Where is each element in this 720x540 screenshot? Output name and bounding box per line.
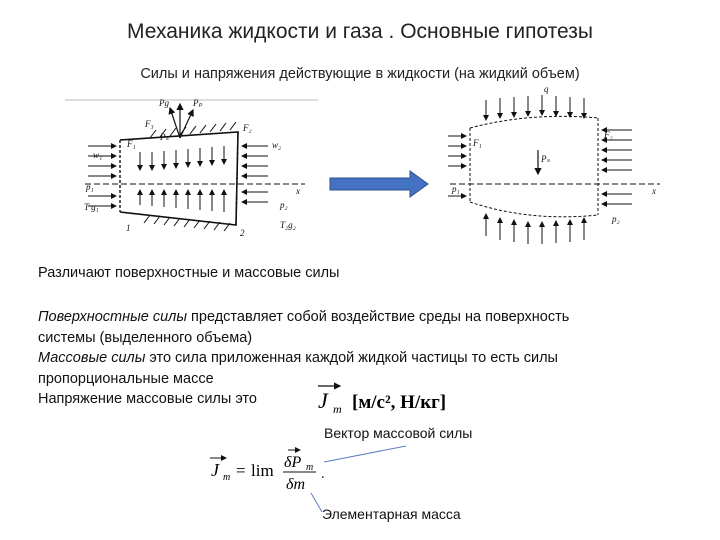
formula-units: J m [м/с², Н/кг]: [318, 382, 446, 416]
leader-mass: [310, 492, 323, 513]
label-p2-right: p₂: [611, 214, 620, 224]
bottom-boundary-right: [469, 201, 599, 218]
leader-vector: [323, 445, 407, 463]
top-boundary-right: [469, 115, 599, 129]
mass-forces-def: это сила приложенная каждой жидкой части…: [145, 350, 558, 366]
label-F3-left: F₃: [144, 119, 154, 129]
label-F1-left: F₁: [126, 139, 136, 149]
left-flow-diagram: w₁ w₂ p₁ T g₁ p₂ T₂g₂ x 1 2 F₁ F₂ F₃ Pg …: [65, 98, 318, 238]
outlet-arrows: [241, 143, 268, 205]
interior-arrows-up: [137, 189, 227, 212]
label-F1-right: F₁: [472, 138, 482, 148]
right-inlet-arrows: [448, 133, 467, 199]
formula2-dot: .: [321, 467, 325, 482]
label-2: 2: [240, 228, 245, 238]
stress-label: Напряжение массовые силы это: [38, 391, 257, 407]
paragraph-surface-forces: Поверхностные силы представляет собой во…: [38, 307, 688, 410]
label-F2-left: F₂: [242, 123, 252, 133]
term-mass-forces: Массовые силы: [38, 350, 146, 366]
right-flow-diagram: F₁ F₂ Pₛ p₁ p₂ x q: [448, 84, 660, 244]
label-Ps-left: Pₛ: [159, 132, 169, 142]
formula2-num-sub: m: [306, 462, 313, 473]
label-w2: w₂: [272, 140, 281, 150]
label-Pp: Pₚ: [192, 98, 202, 108]
formula-J-sub: m: [333, 402, 342, 416]
surface-forces-def-2: системы (выделенного объема): [38, 329, 253, 346]
mass-forces-def-2: пропорциональные массе: [38, 370, 214, 387]
label-p1-right: p₁: [451, 184, 460, 194]
slide-subtitle: Силы и напряжения действующие в жидкости…: [140, 66, 580, 82]
term-surface-forces: Поверхностные силы: [38, 309, 187, 325]
formula2-J-sub: m: [223, 472, 230, 483]
annotation-mass: Элементарная масса: [322, 506, 461, 522]
formula-J: J: [318, 388, 329, 413]
inlet-arrows: [88, 143, 117, 209]
label-Pg: Pg: [158, 98, 169, 108]
paragraph-forces-types: Различают поверхностные и массовые силы: [38, 265, 340, 281]
resultant-force-arrows: [168, 102, 194, 139]
label-F2-right: F₂: [603, 130, 613, 140]
formula2-lim: lim: [251, 461, 274, 480]
outlet-section: [235, 131, 239, 226]
annotation-vector: Вектор массовой силы: [324, 425, 473, 441]
hatching-top: [149, 121, 237, 139]
formula2-J: J: [211, 460, 220, 480]
label-1: 1: [126, 223, 131, 233]
formula2-den: δm: [286, 476, 305, 493]
label-p1: p₁: [85, 182, 94, 192]
surface-forces-def: представляет собой воздействие среды на …: [187, 309, 570, 325]
control-volume-left: [119, 131, 239, 226]
label-p2: p₂: [279, 200, 288, 210]
interior-arrows-down: [137, 146, 227, 171]
bottom-pressure-arrows: [483, 213, 587, 244]
slide-title: Механика жидкости и газа . Основные гипо…: [127, 20, 593, 43]
label-T1: T g₁: [84, 202, 99, 212]
formula-limit: J m = lim δP m δm .: [210, 447, 325, 493]
label-Ps-right: Pₛ: [540, 154, 550, 164]
top-pressure-arrows: [483, 95, 587, 121]
label-top-right: q: [544, 84, 549, 94]
label-w1: w₁: [93, 150, 102, 160]
label-x-right: x: [651, 186, 656, 196]
formula-units-text: [м/с², Н/кг]: [352, 392, 446, 413]
formula2-num: δP: [284, 454, 301, 471]
transition-arrow: [329, 170, 429, 198]
label-T2: T₂g₂: [280, 220, 296, 230]
right-outlet-arrows: [601, 127, 632, 207]
label-x-left: x: [295, 186, 300, 196]
formula2-eq: =: [236, 461, 246, 480]
